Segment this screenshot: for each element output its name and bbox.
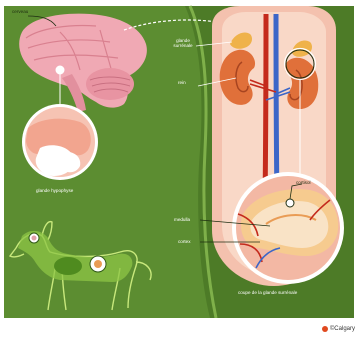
credit-text: ©Calgary: [330, 326, 355, 332]
label-coupe: coupe de la glande surrénale: [238, 290, 297, 295]
label-cortisol: cortisol: [296, 180, 311, 185]
label-cortex: cortex: [178, 239, 191, 244]
label-rein: rein: [178, 80, 186, 85]
label-glande-hypophyse: glande hypophyse: [36, 188, 73, 193]
credit-badge: ©Calgary: [322, 324, 355, 334]
label-glande-surrenale: glande surrénale: [168, 38, 198, 48]
label-medulla: medulla: [174, 217, 190, 222]
label-cerveau: cerveau: [12, 9, 28, 14]
logo-dot-icon: [322, 326, 328, 332]
